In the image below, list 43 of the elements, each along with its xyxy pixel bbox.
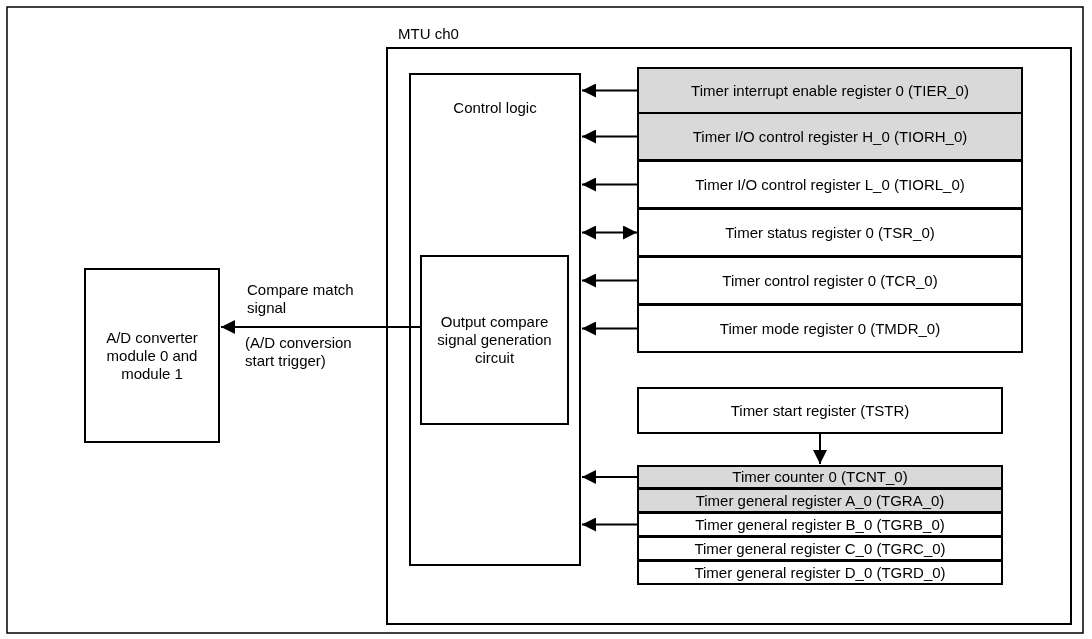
- register-box: [637, 112, 1023, 161]
- register-box: [637, 304, 1023, 353]
- circuit-block: [420, 255, 569, 425]
- converter-box: [84, 268, 220, 443]
- block-label: Timer general register C_0 (TGRC_0): [693, 539, 947, 558]
- arrow: [220, 320, 421, 334]
- block-label: Timer general register A_0 (TGRA_0): [694, 491, 946, 510]
- arrow: [581, 83, 638, 98]
- signal-note: (A/D conversion start trigger): [245, 334, 353, 370]
- arrow: [581, 273, 638, 288]
- block-label: Timer control register 0 (TCR_0): [721, 271, 939, 290]
- register-box: [637, 160, 1023, 209]
- arrow: [581, 517, 638, 532]
- register-box: [637, 512, 1003, 537]
- block-label: Timer I/O control register H_0 (TIORH_0): [691, 127, 969, 146]
- block-label: Timer counter 0 (TCNT_0): [731, 468, 909, 486]
- block-label: Timer interrupt enable register 0 (TIER_0): [690, 81, 970, 100]
- block-label: Timer general register B_0 (TGRB_0): [694, 515, 946, 534]
- block-label: Timer general register D_0 (TGRD_0): [693, 563, 947, 582]
- register-box: [637, 256, 1023, 305]
- register-box: [637, 536, 1003, 561]
- arrow: [581, 129, 638, 144]
- edge-label: Compare match signal: [247, 281, 355, 317]
- register-box: [637, 67, 1023, 114]
- register-box: [637, 465, 1003, 489]
- arrow: [581, 177, 638, 192]
- arrow: [581, 225, 638, 240]
- module-heading: MTU ch0: [397, 25, 460, 43]
- register-box: [637, 387, 1003, 434]
- block-label: Output compare signal generation circuit: [436, 313, 553, 367]
- logic-block: [409, 73, 581, 566]
- register-box: [637, 208, 1023, 257]
- block-label: Timer I/O control register L_0 (TIORL_0): [694, 175, 966, 194]
- register-box: [637, 488, 1003, 513]
- block-label: Timer start register (TSTR): [729, 401, 911, 420]
- arrow: [581, 470, 638, 484]
- arrow: [813, 433, 827, 465]
- block-label: Control logic: [452, 99, 538, 117]
- block-label: Timer mode register 0 (TMDR_0): [718, 319, 942, 338]
- register-box: [637, 560, 1003, 585]
- block-label: Timer status register 0 (TSR_0): [724, 223, 936, 242]
- block-label: A/D converter module 0 and module 1: [105, 328, 199, 383]
- arrow: [581, 321, 638, 336]
